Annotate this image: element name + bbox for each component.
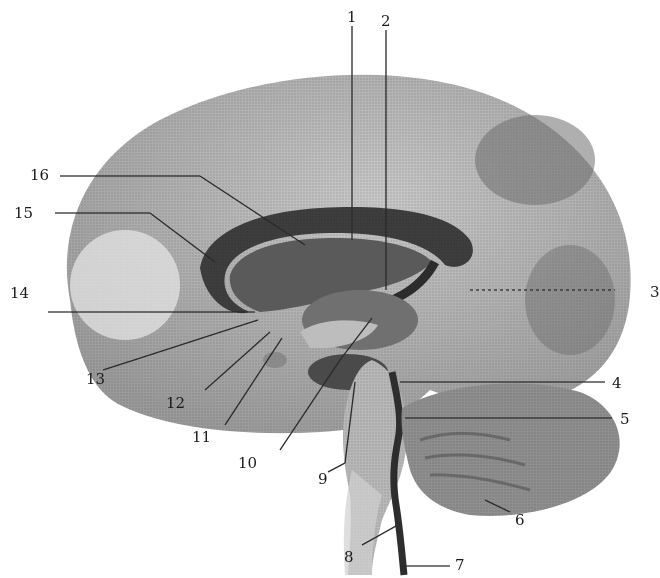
label-6: 6	[515, 511, 525, 529]
label-5: 5	[620, 410, 630, 428]
label-16: 16	[30, 166, 49, 184]
label-8: 8	[344, 548, 354, 566]
label-10: 10	[238, 454, 257, 472]
label-13: 13	[86, 370, 105, 388]
label-14: 14	[10, 284, 29, 302]
label-4: 4	[612, 374, 622, 392]
label-3: 3	[650, 283, 660, 301]
label-11: 11	[192, 428, 211, 446]
pituitary-region	[263, 352, 287, 368]
label-9: 9	[318, 470, 328, 488]
label-2: 2	[381, 12, 391, 30]
occipital-region	[475, 115, 595, 205]
label-12: 12	[166, 394, 185, 412]
frontal-pole-region	[70, 230, 180, 340]
label-15: 15	[14, 204, 33, 222]
label-7: 7	[455, 556, 465, 574]
label-1: 1	[347, 8, 357, 26]
